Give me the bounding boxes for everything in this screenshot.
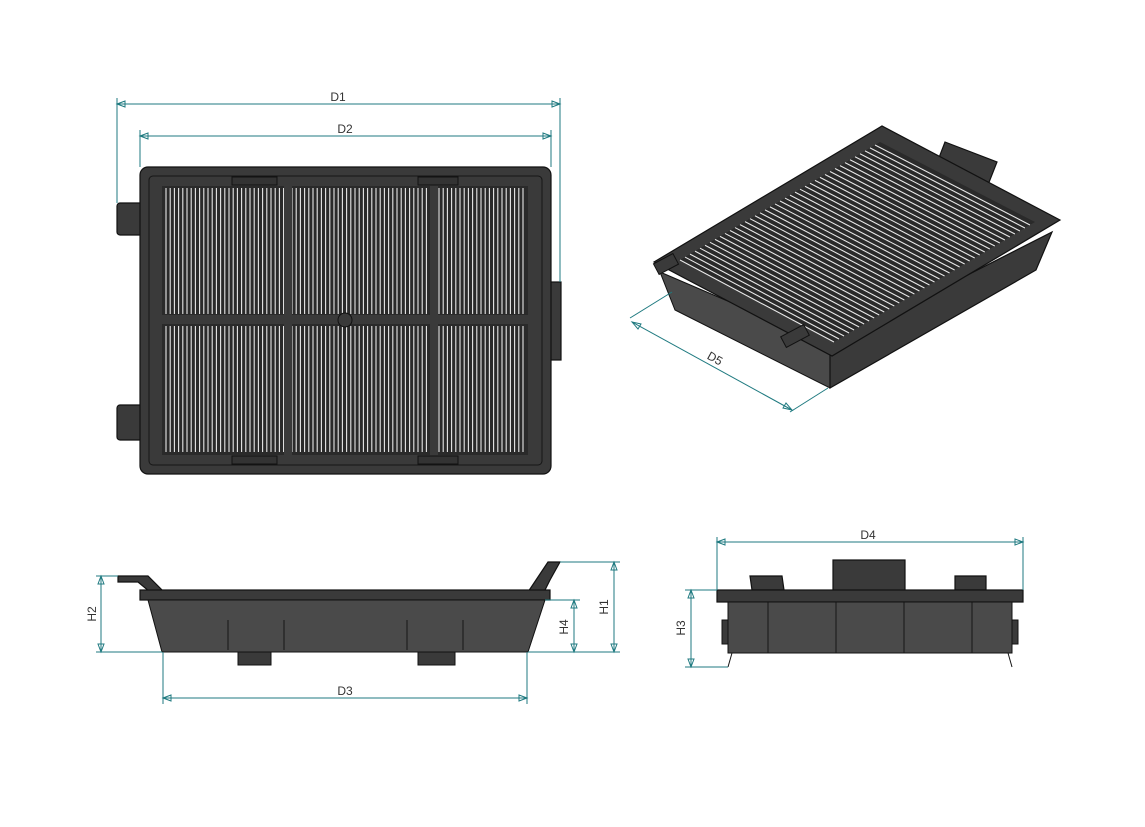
iso-pleat-line xyxy=(759,212,915,295)
iso-pleat-line xyxy=(729,230,885,313)
iso-pleat-line xyxy=(834,168,991,250)
iso-tab-bottom xyxy=(780,323,810,349)
iso-side-right xyxy=(829,230,1054,390)
iso-pleat-line xyxy=(794,191,950,274)
iso-pleat-line xyxy=(749,218,905,301)
isometric-view: D5 xyxy=(629,125,1062,413)
iso-pleat-line xyxy=(764,209,920,292)
iso-pleat-lines xyxy=(679,144,1031,343)
top-view: D1 D2 xyxy=(115,90,562,475)
iso-pleat-line xyxy=(799,188,955,271)
frame-inner-rim xyxy=(148,175,543,466)
label-d2: D2 xyxy=(337,122,353,136)
iso-tab-left xyxy=(652,252,680,276)
iso-pleat-line xyxy=(869,147,1026,229)
iso-pleat-line xyxy=(804,185,960,268)
label-h2: H2 xyxy=(85,606,99,622)
left-tab-upper xyxy=(116,202,144,236)
side-rim xyxy=(139,589,551,601)
iso-pleat-line xyxy=(859,153,1016,235)
iso-pleat-line xyxy=(679,259,835,343)
iso-pleat-line xyxy=(844,162,1001,244)
iso-pleat-line xyxy=(854,156,1011,238)
iso-pleat-line xyxy=(734,227,890,310)
clip-bottom-right xyxy=(417,455,459,465)
side-foot-right xyxy=(417,651,456,666)
iso-pleat-line xyxy=(719,235,875,319)
iso-pleat-line xyxy=(684,256,840,340)
end-clip-left xyxy=(749,575,785,591)
end-view: D4 H3 xyxy=(674,528,1025,669)
end-clip-right xyxy=(954,575,987,591)
iso-pleat-line xyxy=(789,194,945,277)
iso-pleat-line xyxy=(874,144,1031,226)
iso-pleat-line xyxy=(704,244,860,328)
iso-pleat-line xyxy=(744,221,900,304)
clip-bottom-left xyxy=(231,455,278,465)
label-h4: H4 xyxy=(557,619,571,635)
clip-top-right xyxy=(417,176,459,186)
iso-pleat-line xyxy=(739,224,895,307)
end-handle xyxy=(832,559,906,593)
iso-pleat-line xyxy=(699,247,855,331)
label-d5: D5 xyxy=(705,349,725,369)
label-h3: H3 xyxy=(674,620,688,636)
label-h1: H1 xyxy=(597,599,611,615)
iso-pleat-line xyxy=(754,215,910,298)
iso-pleat-line xyxy=(709,241,865,325)
divider-vertical-right xyxy=(430,186,438,455)
divider-vertical-left xyxy=(284,186,292,455)
side-foot-left xyxy=(237,651,272,666)
end-rim xyxy=(716,589,1024,603)
iso-pleat-line xyxy=(829,171,986,253)
iso-pleat-line xyxy=(819,176,975,259)
iso-pleat-line xyxy=(784,197,940,280)
iso-pleat-line xyxy=(689,253,845,337)
iso-pleat-line xyxy=(714,238,870,322)
iso-pleat-line xyxy=(839,165,996,247)
center-hub xyxy=(337,312,353,328)
iso-pleat-line xyxy=(809,182,965,265)
label-d4: D4 xyxy=(860,528,876,542)
iso-pleat-line xyxy=(849,159,1006,241)
dim-line-d5 xyxy=(631,321,793,411)
iso-pleat-line xyxy=(824,173,980,256)
iso-pleat-line xyxy=(694,250,850,334)
side-view: D3 H2 H1 H4 xyxy=(85,560,620,704)
iso-pleat-line xyxy=(774,203,930,286)
iso-pleat-line xyxy=(724,232,880,316)
iso-pleat-line xyxy=(779,200,935,283)
iso-pleat-line xyxy=(769,206,925,289)
label-d3: D3 xyxy=(337,684,353,698)
iso-pleat-line xyxy=(864,150,1021,232)
label-d1: D1 xyxy=(330,90,346,104)
side-body xyxy=(147,599,546,653)
iso-pleat-line xyxy=(814,179,970,262)
clip-top-left xyxy=(231,176,278,186)
end-body xyxy=(727,601,1013,654)
left-tab-lower xyxy=(116,404,144,441)
